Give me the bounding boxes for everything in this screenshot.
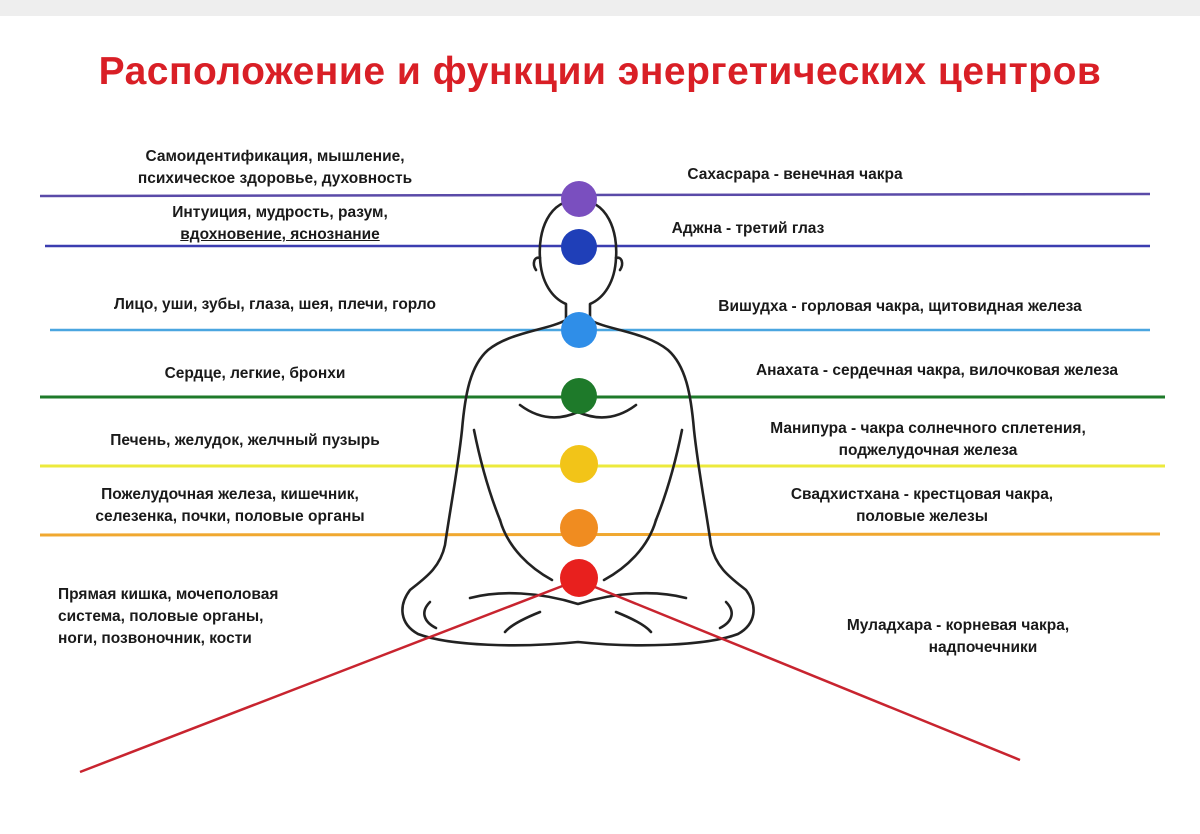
right-label-vishuddha: Вишудха - горловая чакра, щитовидная жел…: [718, 296, 1082, 318]
left-label-manipura: Печень, желудок, желчный пузырь: [110, 430, 379, 452]
left-label-sahasrara: Самоидентификация, мышление, психическое…: [138, 146, 412, 190]
right-label-ajna: Аджна - третий глаз: [672, 218, 825, 240]
label-line: селезенка, почки, половые органы: [95, 508, 365, 525]
label-line: психическое здоровье, духовность: [137, 170, 413, 187]
chakra-muladhara-circle: [560, 559, 598, 597]
chakra-sahasrara-circle: [561, 181, 597, 217]
chakra-svadhisthana-circle: [560, 509, 598, 547]
label-line: Анахата - сердечная чакра, вилочковая же…: [755, 362, 1119, 379]
left-label-ajna: Интуиция, мудрость, разум, вдохновение, …: [172, 202, 388, 246]
left-label-vishuddha: Лицо, уши, зубы, глаза, шея, плечи, горл…: [114, 294, 436, 316]
label-line: вдохновение, яснознание: [180, 226, 380, 243]
label-line: система, половые органы,: [58, 608, 264, 625]
right-label-sahasrara: Сахасрара - венечная чакра: [687, 164, 902, 186]
label-line: надпочечники: [928, 639, 1038, 656]
label-line: Лицо, уши, зубы, глаза, шея, плечи, горл…: [113, 296, 437, 313]
right-label-manipura: Манипура - чакра солнечного сплетения, п…: [770, 418, 1086, 462]
label-line: Интуиция, мудрость, разум,: [172, 204, 388, 221]
chakra-ajna-circle: [561, 229, 597, 265]
label-line: Печень, желудок, желчный пузырь: [110, 432, 380, 449]
meditating-figure-outline: [401, 198, 755, 647]
left-label-svadhisthana: Пожелудочная железа, кишечник, селезенка…: [95, 484, 364, 528]
label-line: Прямая кишка, мочеполовая: [58, 586, 279, 603]
right-label-anahata: Анахата - сердечная чакра, вилочковая же…: [756, 360, 1118, 382]
label-line: поджелудочная железа: [838, 442, 1018, 459]
level-line-svadhisthana: [39, 532, 1161, 537]
label-line: Самоидентификация, мышление,: [145, 148, 405, 165]
top-strip: [0, 0, 1200, 16]
left-label-anahata: Сердце, легкие, бронхи: [165, 363, 346, 385]
label-line: половые железы: [856, 508, 988, 525]
right-label-muladhara: Муладхара - корневая чакра, надпочечники: [847, 615, 1069, 659]
chakra-vishuddha-circle: [561, 312, 597, 348]
label-line: Аджна - третий глаз: [671, 220, 825, 237]
chakra-anahata-circle: [561, 378, 597, 414]
label-line: Свадхистхана - крестцовая чакра,: [790, 486, 1054, 503]
diagram-title: Расположение и функции энергетических це…: [98, 50, 1102, 93]
root-line-left: [79, 583, 566, 774]
label-line: ноги, позвоночник, кости: [58, 630, 252, 647]
root-line-right: [589, 583, 1021, 762]
left-label-muladhara: Прямая кишка, мочеполовая система, полов…: [58, 584, 278, 650]
label-line: Сахасрара - венечная чакра: [687, 166, 903, 183]
label-line: Пожелудочная железа, кишечник,: [101, 486, 359, 503]
label-line: Манипура - чакра солнечного сплетения,: [770, 420, 1086, 437]
label-line: Муладхара - корневая чакра,: [846, 617, 1070, 634]
label-line: Вишудха - горловая чакра, щитовидная жел…: [718, 298, 1082, 315]
chakra-manipura-circle: [560, 445, 598, 483]
right-label-svadhisthana: Свадхистхана - крестцовая чакра, половые…: [791, 484, 1053, 528]
label-line: Сердце, легкие, бронхи: [164, 365, 346, 382]
